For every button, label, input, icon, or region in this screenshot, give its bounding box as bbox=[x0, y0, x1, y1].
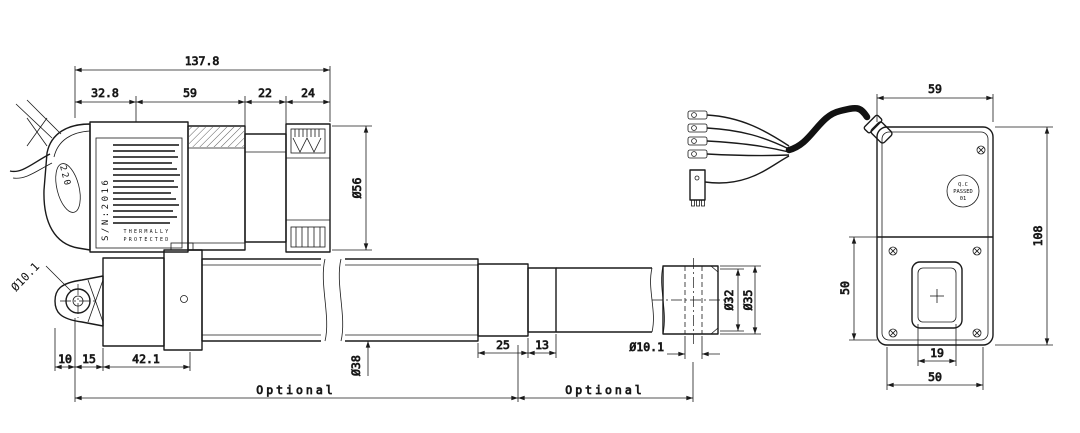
nameplate: S/N:2016 THERMALLY PROTECTED bbox=[95, 137, 183, 249]
small-connector bbox=[689, 169, 706, 207]
break-line bbox=[338, 258, 344, 342]
cable-sheath bbox=[785, 104, 871, 154]
serial-number-label: S/N:2016 bbox=[101, 178, 111, 241]
dim-rod-step-1: 25 bbox=[496, 338, 510, 352]
nameplate-text-lines bbox=[113, 144, 180, 224]
rear-cap bbox=[43, 123, 91, 251]
front-clevis bbox=[54, 275, 104, 327]
front-view: Q.C PASSED 01 59 108 bbox=[838, 82, 1053, 390]
front-housing bbox=[285, 123, 331, 253]
dim-segment-3: 22 bbox=[258, 86, 272, 100]
dim-bottom-2: 15 bbox=[82, 352, 96, 366]
wiring-harness bbox=[687, 104, 871, 207]
qc-stamp: Q.C PASSED 01 bbox=[946, 174, 980, 208]
dim-segment-4: 24 bbox=[301, 86, 315, 100]
optional-right-label: Optional bbox=[565, 383, 644, 397]
zigzag-mark bbox=[292, 137, 322, 153]
dim-front-clevis-hole: Ø10.1 bbox=[8, 259, 42, 294]
optional-left-label: Optional bbox=[256, 383, 335, 397]
cable-gland bbox=[863, 114, 893, 144]
front-view-dimensions: 59 108 50 19 50 bbox=[838, 82, 1053, 390]
side-view: 137.8 32.8 59 22 24 220 S/N:2016 bbox=[8, 54, 761, 402]
wire bbox=[706, 153, 790, 157]
motor-diameter-dim: Ø56 bbox=[332, 125, 372, 251]
break-line bbox=[322, 258, 328, 342]
dim-segment-1: 32.8 bbox=[91, 86, 119, 100]
spade-terminals bbox=[687, 110, 708, 159]
dim-rod-step-2: 13 bbox=[535, 338, 549, 352]
rod-step-2 bbox=[527, 267, 557, 333]
wire bbox=[706, 114, 790, 147]
motor-assembly: 220 S/N:2016 THERMALLY PROTECTED bbox=[9, 99, 372, 253]
dim-rod-end-hole: Ø10.1 bbox=[629, 340, 664, 354]
screw-icon bbox=[180, 295, 188, 303]
wire bbox=[706, 140, 790, 153]
qc-stamp-line-2: PASSED bbox=[953, 189, 972, 195]
dim-segment-2: 59 bbox=[183, 86, 197, 100]
mount-block bbox=[102, 257, 165, 347]
dim-bottom-1: 10 bbox=[58, 352, 72, 366]
lead-screw-section bbox=[187, 125, 246, 251]
dim-tube-diameter: Ø38 bbox=[349, 355, 363, 376]
dim-rod-diameter: Ø32 bbox=[722, 290, 736, 311]
outer-tube bbox=[201, 256, 479, 344]
dim-overall-length: 137.8 bbox=[185, 54, 220, 68]
dim-base-width: 50 bbox=[928, 370, 942, 384]
dim-bottom-3: 42.1 bbox=[132, 352, 160, 366]
side-top-dimensions: 137.8 32.8 59 22 24 bbox=[74, 54, 331, 126]
wire bbox=[704, 155, 790, 184]
qc-stamp-line-1: Q.C bbox=[958, 182, 968, 188]
tube-assembly: Ø10.1 bbox=[8, 242, 732, 351]
coupler-section bbox=[244, 133, 287, 243]
dim-body-height: 108 bbox=[1031, 226, 1045, 247]
connector-socket bbox=[911, 261, 963, 329]
voltage-oval bbox=[55, 163, 81, 213]
dim-connector-width: 19 bbox=[930, 346, 944, 360]
front-body-inner bbox=[881, 131, 989, 341]
side-lower-dimensions: Ø38 25 13 Ø10.1 Ø32 Ø35 bbox=[54, 265, 761, 402]
screw-heads bbox=[888, 145, 986, 338]
wire bbox=[706, 127, 790, 150]
rod-step-1 bbox=[477, 263, 529, 337]
dim-lower-section-height: 50 bbox=[838, 281, 852, 295]
extension-rod bbox=[556, 265, 665, 335]
dim-rod-end-diameter: Ø35 bbox=[741, 290, 755, 311]
rod-end-fitting bbox=[652, 258, 732, 344]
nameplate-line-2: PROTECTED bbox=[124, 237, 171, 243]
dim-body-width: 59 bbox=[928, 82, 942, 96]
qc-stamp-line-3: 01 bbox=[960, 196, 967, 202]
rear-wires bbox=[9, 99, 62, 179]
gear-block bbox=[163, 249, 203, 351]
nameplate-line-1: THERMALLY bbox=[124, 229, 171, 235]
front-body bbox=[876, 126, 994, 346]
dim-motor-diameter: Ø56 bbox=[350, 178, 364, 199]
